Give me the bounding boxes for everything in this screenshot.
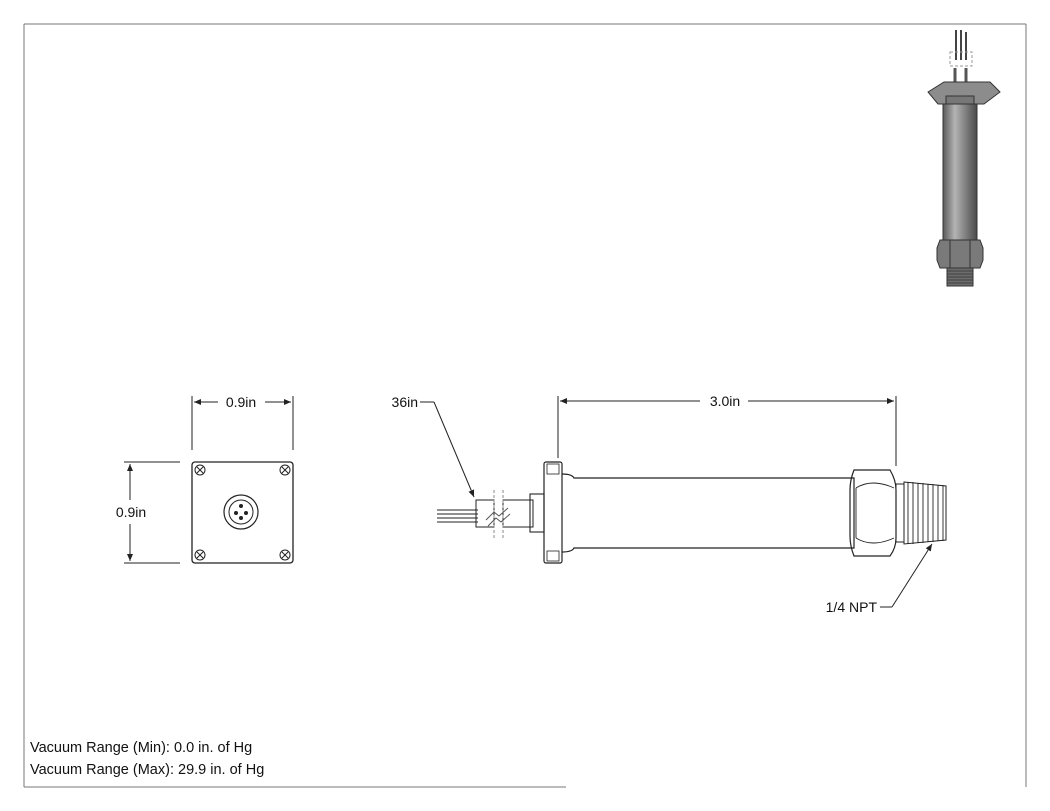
thread-lines [907,482,944,544]
front-height-dimension: 0.9in [116,461,180,564]
sheet-border [23,23,1027,788]
thread-label: 1/4 NPT [826,599,878,615]
cable [437,490,534,538]
body-length-dimension: 3.0in [557,393,897,466]
front-width-label: 0.9in [226,394,256,410]
mounting-screw [194,464,291,561]
vacuum-range-min: Vacuum Range (Min): 0.0 in. of Hg [30,740,253,756]
cable-length-callout: 36in [392,394,475,498]
connector-face [223,494,259,530]
body-length-label: 3.0in [710,393,740,409]
thread-callout: 1/4 NPT [826,543,933,615]
front-view [191,461,294,564]
cable-length-label: 36in [392,394,418,410]
front-height-label: 0.9in [116,504,146,520]
isometric-view [927,30,1001,287]
side-view [437,461,947,564]
front-width-dimension: 0.9in [191,394,294,450]
vacuum-range-max: Vacuum Range (Max): 29.9 in. of Hg [30,762,265,778]
